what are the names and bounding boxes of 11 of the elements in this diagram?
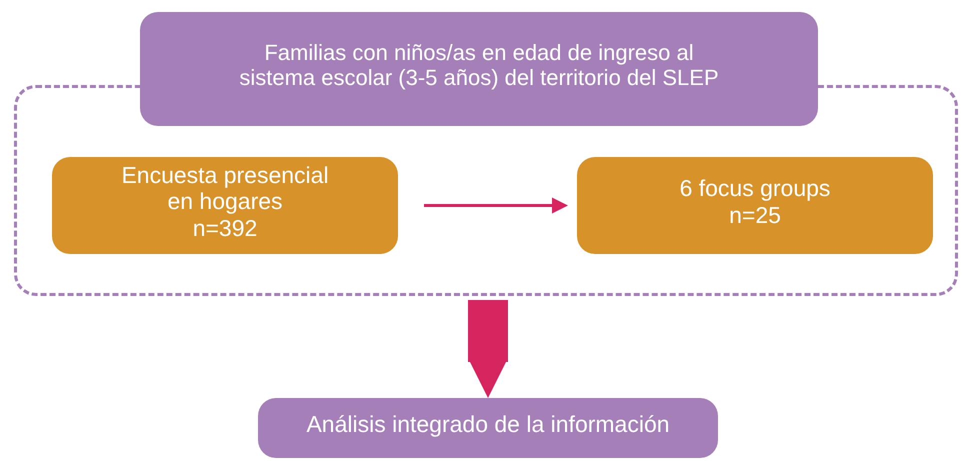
node-text: 6 focus groups [680, 175, 830, 202]
target-group-box [140, 12, 818, 126]
node-text: n=392 [192, 214, 258, 242]
arrow [424, 198, 568, 214]
block-arrow [468, 300, 508, 398]
method-box [52, 157, 398, 254]
node-text: n=25 [729, 202, 781, 228]
method-box [577, 157, 933, 254]
result-box [258, 398, 718, 458]
node-text: Familias con niños/as en edad de ingreso al sistema escolar (3-5 años) del territorio del SLEP [238, 40, 720, 90]
node-text: Análisis integrado de la información [306, 410, 670, 438]
